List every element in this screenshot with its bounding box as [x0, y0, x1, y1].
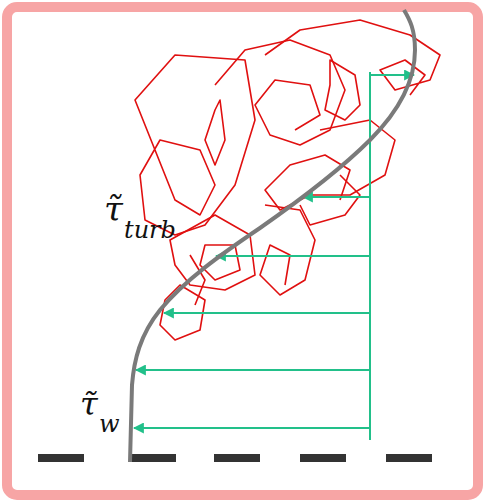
shear-symbol: τ̃	[80, 388, 98, 420]
shear-subscript: w	[99, 412, 120, 436]
velocity-arrows	[134, 75, 414, 428]
eddies	[135, 20, 440, 340]
shear-subscript: turb	[124, 218, 176, 242]
frame	[7, 7, 478, 495]
wall-dashes	[38, 454, 432, 462]
shear-symbol: τ̃	[104, 192, 123, 226]
